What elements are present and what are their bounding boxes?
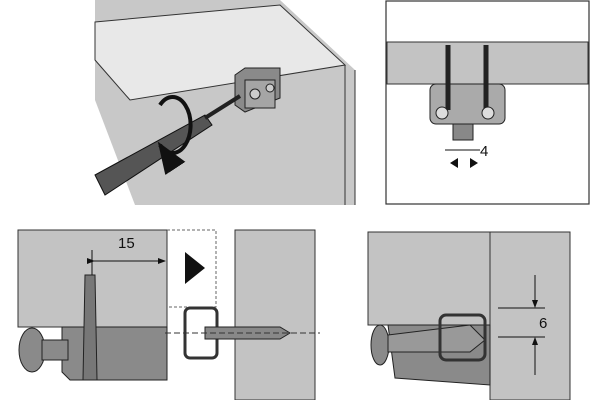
step1-panel <box>94 0 356 205</box>
bolt-head <box>370 324 390 366</box>
bolt-head <box>18 327 46 373</box>
screwdriver-icon <box>94 94 242 196</box>
arrow-right-icon <box>185 252 205 284</box>
side-panel <box>234 229 316 400</box>
rotation-arrow-icon <box>157 95 193 175</box>
step2-panel: 4 <box>385 0 590 205</box>
threaded-bolt <box>387 324 486 353</box>
board <box>367 231 491 326</box>
dimension-6: 6 <box>539 315 547 332</box>
connector-housing <box>234 67 281 113</box>
wall-insert <box>438 313 487 362</box>
wood-screw <box>82 274 98 381</box>
dimension-arrows-icon <box>450 158 478 168</box>
dimension-4: 4 <box>480 143 488 160</box>
side-panel <box>489 231 571 400</box>
bolt-head <box>452 123 474 141</box>
step4-panel: 6 <box>367 231 571 400</box>
step3-panel: 15 <box>17 229 320 400</box>
connector-housing <box>61 326 168 381</box>
dimension-15: 15 <box>118 235 135 252</box>
